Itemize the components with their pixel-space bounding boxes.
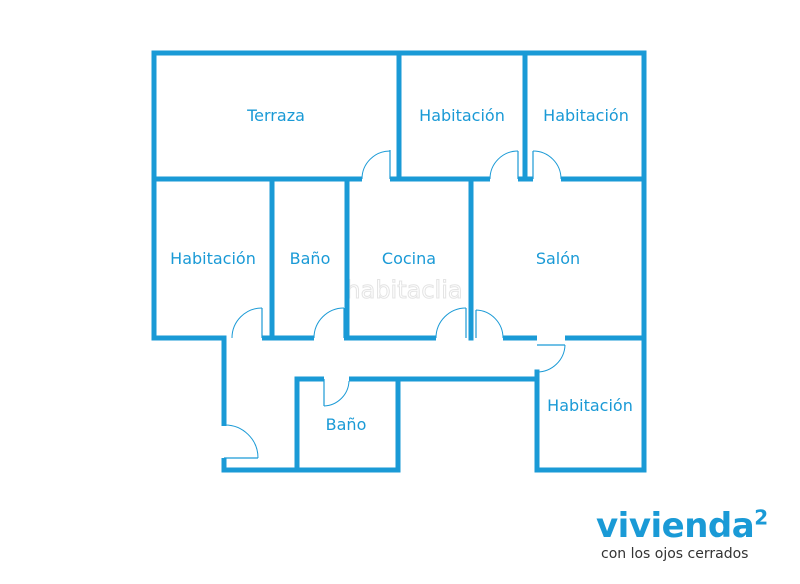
room-label-bano-2: Baño xyxy=(326,415,367,434)
door-arc-terraza xyxy=(361,150,391,180)
door-arc-hab4 xyxy=(536,344,566,373)
wall-hab4 xyxy=(534,335,647,473)
watermark: habitaclia xyxy=(345,276,462,304)
walls xyxy=(151,50,647,473)
door-arc-cocina xyxy=(435,307,467,339)
brand-tagline: con los ojos cerrados xyxy=(601,546,749,562)
brand-name: vivienda2 xyxy=(596,506,768,546)
room-label-habitacion-2: Habitación xyxy=(543,106,629,125)
door-arc-bano1 xyxy=(313,307,345,339)
room-label-habitacion-3: Habitación xyxy=(170,249,256,268)
door-arc-bano2 xyxy=(323,380,350,407)
room-label-habitacion-1: Habitación xyxy=(419,106,505,125)
doors xyxy=(220,150,566,459)
brand-name-text: vivienda xyxy=(596,506,755,546)
door-arc-hab2 xyxy=(532,150,562,180)
door-arc-hab1 xyxy=(489,150,519,180)
room-label-salon: Salón xyxy=(536,249,580,268)
room-label-cocina: Cocina xyxy=(382,249,436,268)
door-arc-salon xyxy=(475,309,504,339)
room-label-terraza: Terraza xyxy=(246,106,305,125)
brand-superscript: 2 xyxy=(754,505,768,530)
room-label-bano-1: Baño xyxy=(290,249,331,268)
door-arc-hab3 xyxy=(231,307,263,339)
brand-logo: vivienda2 con los ojos cerrados xyxy=(596,506,796,576)
wall-bano2 xyxy=(294,376,327,473)
room-labels: Terraza Habitación Habitación Habitación… xyxy=(170,106,633,434)
room-label-habitacion-4: Habitación xyxy=(547,396,633,415)
door-arc-entrance xyxy=(223,424,259,459)
wall-middle-left xyxy=(151,176,227,341)
